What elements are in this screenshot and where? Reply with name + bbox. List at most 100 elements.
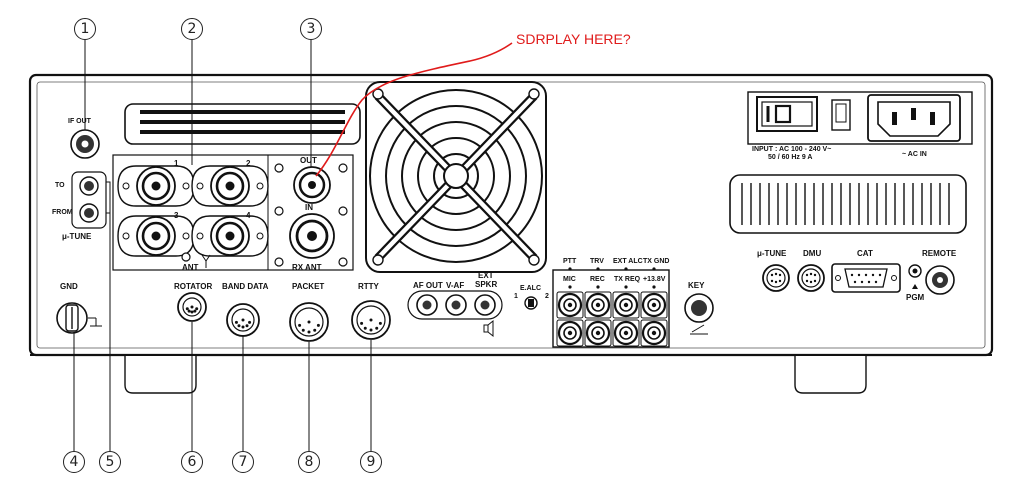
rca-indicator-dot	[652, 285, 656, 289]
band-data-din-connector[interactable]	[226, 303, 260, 337]
label-v-af: V-AF	[446, 281, 465, 290]
label-from: FROM	[52, 209, 73, 216]
dmu-din-connector[interactable]	[797, 264, 825, 292]
rotator-din-connector[interactable]	[177, 292, 207, 322]
label-ealc-1: 1	[514, 293, 518, 300]
cat-db9-connector[interactable]	[831, 263, 901, 293]
label-key: KEY	[688, 281, 705, 290]
label-mu-tune-right: μ-TUNE	[757, 249, 787, 258]
rtty-din-connector[interactable]	[351, 300, 391, 340]
rca-indicator-dot	[652, 267, 656, 271]
label-ext-alc: EXT ALC	[613, 258, 643, 265]
rx-ant-out-connector[interactable]	[293, 166, 331, 204]
rca-indicator-dot	[596, 267, 600, 271]
ant-1-connector[interactable]	[117, 165, 195, 207]
rca-indicator-dot	[568, 267, 572, 271]
ground-icon	[88, 317, 102, 327]
label-trv: TRV	[590, 258, 604, 265]
callout-1: 1	[74, 18, 96, 40]
tx-gnd-rca-jack[interactable]	[640, 319, 668, 347]
label-packet: PACKET	[292, 282, 325, 291]
callout-9: 9	[360, 451, 382, 473]
pgm-button[interactable]	[908, 264, 922, 289]
label-rx-ant: RX ANT	[292, 263, 322, 272]
antenna-icon	[201, 254, 211, 268]
label-ext-spkr-2: SPKR	[475, 280, 498, 289]
label-ac-in: ~ AC IN	[902, 151, 927, 158]
fan-icon	[365, 81, 547, 273]
callout-4: 4	[63, 451, 85, 473]
label-out: OUT	[300, 156, 317, 165]
key-jack[interactable]	[684, 293, 714, 323]
callout-leaders	[73, 40, 372, 451]
label-mic: MIC	[563, 276, 576, 283]
label-rtty: RTTY	[358, 282, 379, 291]
label-to: TO	[55, 182, 65, 189]
label-rotator: ROTATOR	[174, 282, 213, 291]
label-af-out: AF OUT	[413, 281, 443, 290]
ealc-switch[interactable]	[524, 296, 538, 310]
label-13-8v: +13.8V	[643, 276, 666, 283]
rx-ant-in-connector[interactable]	[289, 213, 335, 259]
rca-indicator-dot	[624, 285, 628, 289]
label-tx-gnd: TX GND	[643, 258, 670, 265]
ant-2-connector[interactable]	[191, 165, 269, 207]
ext-alc-rca-jack[interactable]	[612, 319, 640, 347]
label-ant-4: 4	[246, 211, 251, 220]
label-mu-tune-left: μ-TUNE	[62, 232, 92, 241]
label-ant: ANT	[182, 263, 199, 272]
tx-req-rca-jack[interactable]	[612, 291, 640, 319]
label-input-2: 50 / 60 Hz 9 A	[768, 154, 813, 161]
key-paddle-icon	[690, 324, 708, 335]
callout-3: 3	[300, 18, 322, 40]
label-input-1: INPUT : AC 100 - 240 V~	[752, 146, 832, 153]
label-pgm: PGM	[906, 293, 925, 302]
label-in: IN	[305, 203, 313, 212]
side-vent	[729, 174, 967, 234]
label-ant-3: 3	[174, 211, 179, 220]
sdrplay-annotation: SDRPLAY HERE?	[516, 31, 631, 47]
label-ant-2: 2	[246, 159, 251, 168]
mu-tune-from-jack[interactable]	[79, 203, 99, 223]
rca-indicator-dot	[568, 285, 572, 289]
ant-connectors[interactable]	[117, 165, 269, 257]
label-ptt: PTT	[563, 258, 577, 265]
annotation-pointer	[315, 42, 513, 177]
label-ant-1: 1	[174, 159, 179, 168]
callout-8: 8	[298, 451, 320, 473]
label-band-data: BAND DATA	[222, 282, 269, 291]
label-rec: REC	[590, 276, 605, 283]
ant-3-connector[interactable]	[117, 215, 195, 257]
label-gnd: GND	[60, 282, 78, 291]
rca-indicator-dot	[596, 285, 600, 289]
if-out-jack[interactable]	[70, 129, 100, 159]
mu-tune-din-connector[interactable]	[762, 264, 790, 292]
label-tx-req: TX REQ	[614, 276, 641, 283]
callout-6: 6	[181, 451, 203, 473]
ptt-rca-jack[interactable]	[556, 319, 584, 347]
ac-inlet-icon[interactable]	[867, 94, 961, 142]
gnd-terminal[interactable]	[56, 302, 88, 334]
rec-rca-jack[interactable]	[584, 291, 612, 319]
top-vent	[124, 103, 361, 145]
callout-5: 5	[99, 451, 121, 473]
trv-rca-jack[interactable]	[584, 319, 612, 347]
label-if-out: IF OUT	[68, 118, 91, 125]
ext-spkr-jack[interactable]	[474, 294, 496, 316]
ant-4-connector[interactable]	[191, 215, 269, 257]
callout-7: 7	[232, 451, 254, 473]
af-out-jack[interactable]	[416, 294, 438, 316]
label-ext-spkr-1: EXT	[478, 271, 494, 280]
label-ealc-2: 2	[545, 293, 549, 300]
v-af-jack[interactable]	[445, 294, 467, 316]
remote-jack[interactable]	[925, 265, 955, 295]
packet-din-connector[interactable]	[289, 302, 329, 342]
label-ealc: E.ALC	[520, 285, 541, 292]
rca-indicator-dot	[624, 267, 628, 271]
feet	[124, 356, 867, 394]
power-switch-icon[interactable]	[756, 96, 818, 132]
13-8v-rca-jack[interactable]	[640, 291, 668, 319]
mic-rca-jack[interactable]	[556, 291, 584, 319]
mu-tune-to-jack[interactable]	[79, 176, 99, 196]
